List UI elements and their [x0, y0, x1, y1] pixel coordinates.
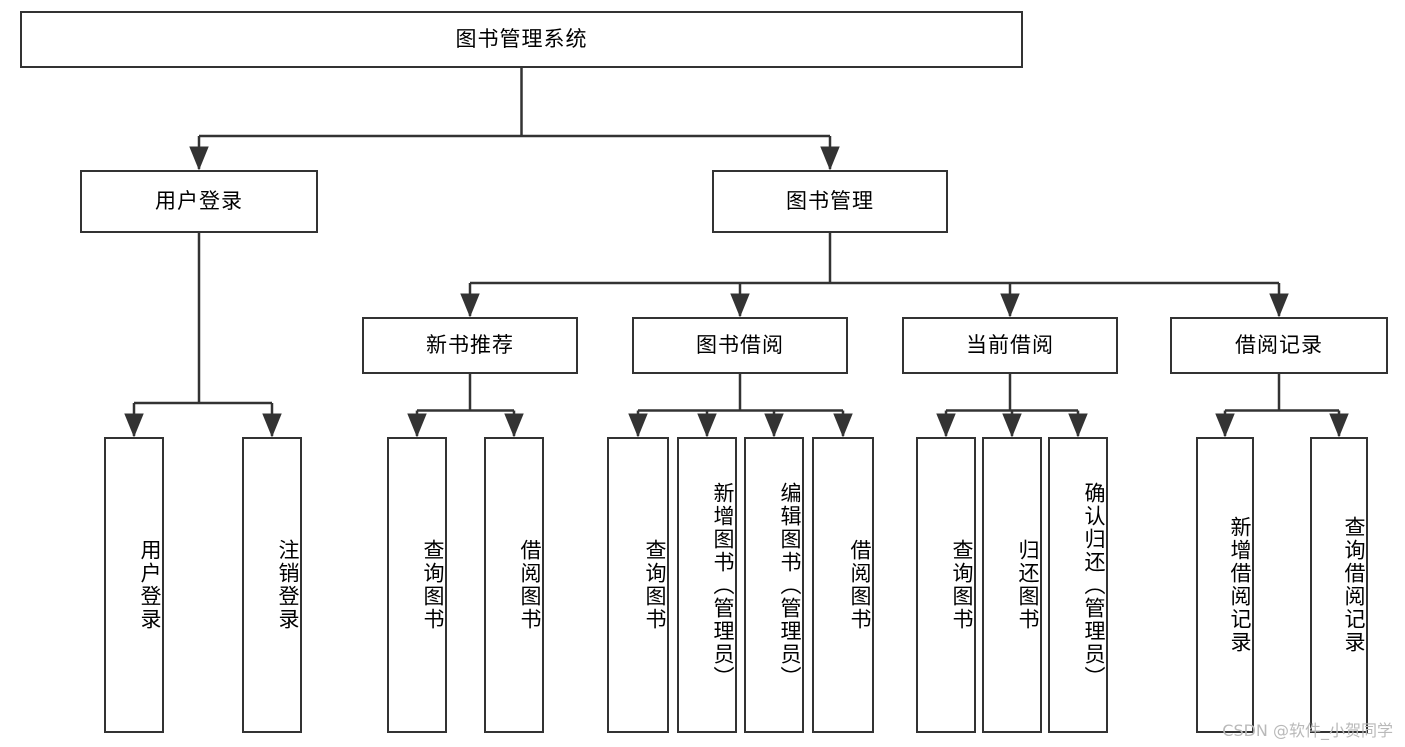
node-label: 借阅图书: [518, 539, 542, 631]
node-label: 注销登录: [276, 539, 300, 631]
edge-arrowhead: [1329, 413, 1349, 438]
node-new-book-rec: 新书推荐: [362, 317, 578, 374]
node-label: 新增借阅记录: [1228, 516, 1252, 654]
node-label: 借阅记录: [1235, 332, 1323, 357]
edge-arrowhead: [628, 413, 648, 438]
edge-arrowhead: [189, 146, 209, 171]
node-borrow-record: 借阅记录: [1170, 317, 1388, 374]
node-label: 查询图书: [950, 539, 974, 631]
node-label: 图书借阅: [696, 332, 784, 357]
node-label: 查询图书: [421, 539, 445, 631]
edge-arrowhead: [1215, 413, 1235, 438]
node-book-borrow: 图书借阅: [632, 317, 848, 374]
node-leaf-borrow-book-rec: 借阅图书: [484, 437, 544, 733]
node-leaf-edit-book: 编辑图书（管理员）: [744, 437, 804, 733]
node-leaf-query-record: 查询借阅记录: [1310, 437, 1368, 733]
node-leaf-borrow-book: 借阅图书: [812, 437, 874, 733]
node-label: 用户登录: [138, 539, 162, 631]
node-leaf-user-login: 用户登录: [104, 437, 164, 733]
node-leaf-query-book-rec: 查询图书: [387, 437, 447, 733]
node-label: 查询借阅记录: [1342, 516, 1366, 654]
node-leaf-confirm-return: 确认归还（管理员）: [1048, 437, 1108, 733]
node-root: 图书管理系统: [20, 11, 1023, 68]
node-current-borrow: 当前借阅: [902, 317, 1118, 374]
node-label: 查询图书: [643, 539, 667, 631]
node-label: 图书管理系统: [455, 26, 588, 51]
node-label: 新增图书（管理员）: [711, 481, 735, 689]
node-leaf-logout: 注销登录: [242, 437, 302, 733]
edge-arrowhead: [833, 413, 853, 438]
node-label: 图书管理: [786, 188, 874, 213]
edge-arrowhead: [262, 413, 282, 438]
node-label: 用户登录: [155, 188, 243, 213]
node-book-manage: 图书管理: [712, 170, 948, 233]
node-leaf-add-book: 新增图书（管理员）: [677, 437, 737, 733]
node-leaf-query-book-borrow: 查询图书: [607, 437, 669, 733]
edge-arrowhead: [1000, 293, 1020, 318]
edge-arrowhead: [730, 293, 750, 318]
node-leaf-query-book-cur: 查询图书: [916, 437, 976, 733]
node-label: 当前借阅: [966, 332, 1054, 357]
edge-arrowhead: [124, 413, 144, 438]
edge-arrowhead: [1002, 413, 1022, 438]
node-label: 编辑图书（管理员）: [778, 481, 802, 689]
node-leaf-return-book: 归还图书: [982, 437, 1042, 733]
edge-arrowhead: [460, 293, 480, 318]
node-label: 确认归还（管理员）: [1082, 481, 1106, 689]
node-label: 归还图书: [1016, 539, 1040, 631]
node-label: 借阅图书: [848, 539, 872, 631]
edge-arrowhead: [504, 413, 524, 438]
edge-arrowhead: [764, 413, 784, 438]
node-user-login: 用户登录: [80, 170, 318, 233]
node-leaf-add-record: 新增借阅记录: [1196, 437, 1254, 733]
watermark-label: CSDN @软件_小贺同学: [1222, 721, 1393, 740]
edge-arrowhead: [1269, 293, 1289, 318]
edge-arrowhead: [1068, 413, 1088, 438]
edge-arrowhead: [936, 413, 956, 438]
node-label: 新书推荐: [426, 332, 514, 357]
edge-arrowhead: [407, 413, 427, 438]
edge-arrowhead: [820, 146, 840, 171]
edge-arrowhead: [697, 413, 717, 438]
